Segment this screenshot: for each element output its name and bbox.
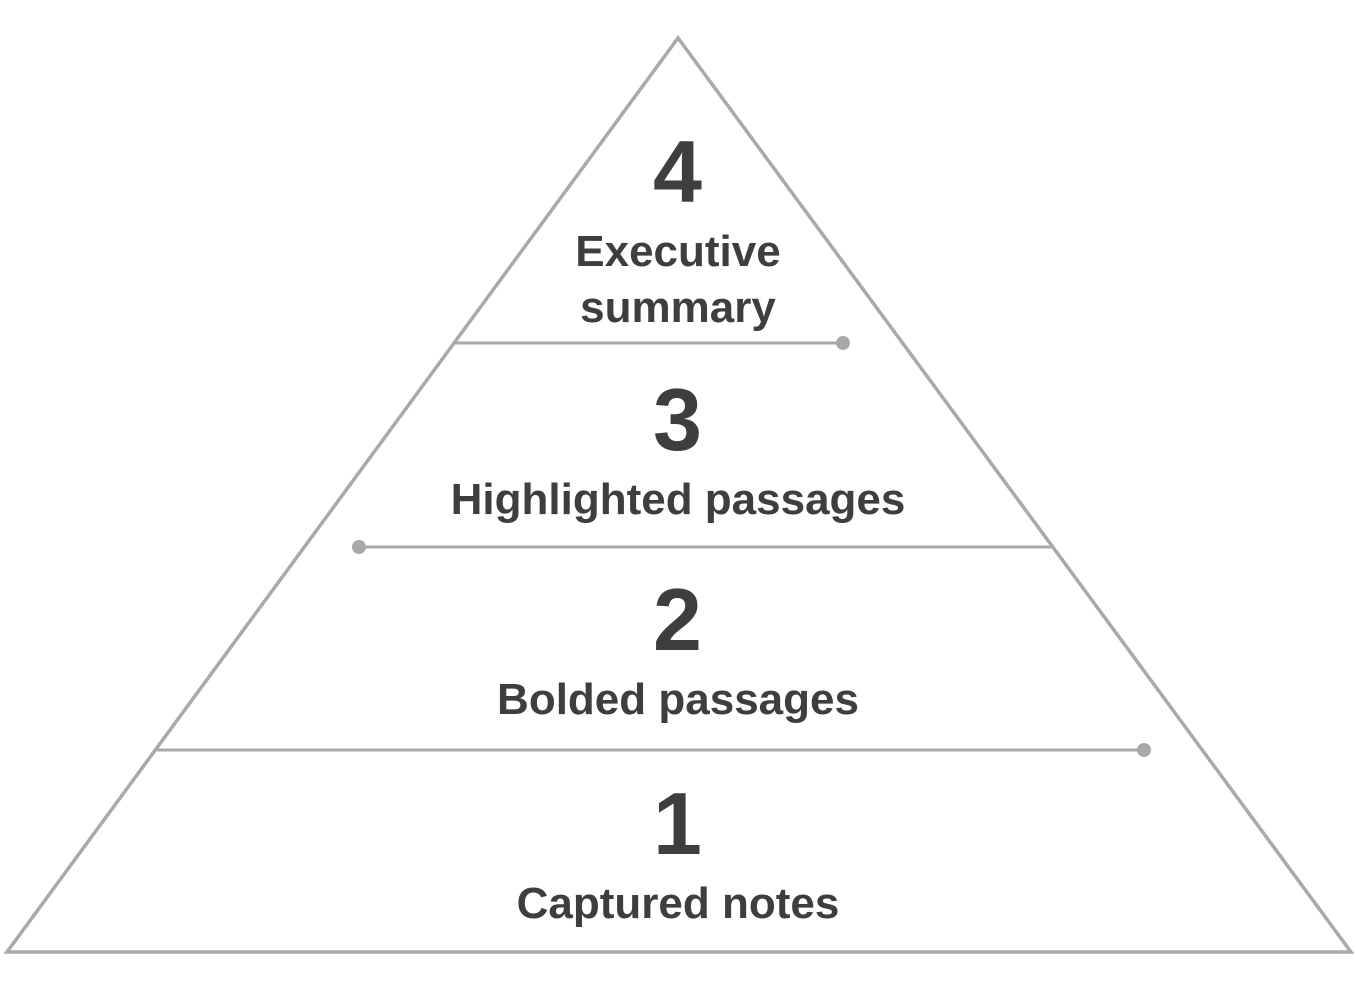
divider-endpoint-dot	[1137, 743, 1151, 757]
divider-level4-level3	[454, 336, 850, 350]
pyramid-outline	[3, 35, 1355, 954]
divider-endpoint-dot	[352, 540, 366, 554]
divider-endpoint-dot	[836, 336, 850, 350]
divider-level2-level1	[155, 743, 1151, 757]
divider-level3-level2	[352, 540, 1052, 554]
